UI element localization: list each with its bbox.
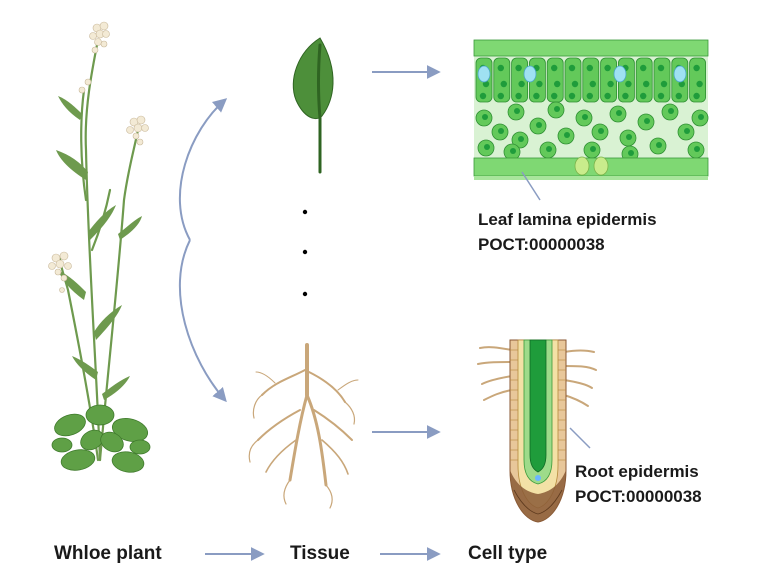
- arrow-to-root: [178, 239, 227, 403]
- root-cell-id: POCT:00000038: [575, 487, 702, 506]
- leaf-cell-name: Leaf lamina epidermis: [478, 210, 657, 229]
- ellipsis-dots: [302, 209, 308, 297]
- root-tip-cross-section: [477, 339, 597, 523]
- stage-label-cell-type: Cell type: [468, 543, 548, 564]
- root-tissue-illustration: [248, 343, 359, 509]
- root-cell-label: Root epidermis POCT:00000038: [575, 459, 702, 509]
- branch-arrows: [178, 98, 228, 403]
- whole-plant-illustration: [48, 21, 151, 473]
- leaf-cell-label: Leaf lamina epidermis POCT:00000038: [478, 207, 657, 257]
- leaf-cross-section: [473, 39, 709, 201]
- stage-label-tissue: Tissue: [290, 543, 350, 564]
- leaf-tissue-illustration: [292, 37, 334, 174]
- leaf-cell-id: POCT:00000038: [478, 235, 605, 254]
- tissue-to-cell-arrows: [372, 65, 441, 439]
- root-cell-name: Root epidermis: [575, 462, 699, 481]
- arrow-to-leaf: [178, 98, 228, 241]
- stage-label-whole-plant: Whloe plant: [54, 543, 162, 564]
